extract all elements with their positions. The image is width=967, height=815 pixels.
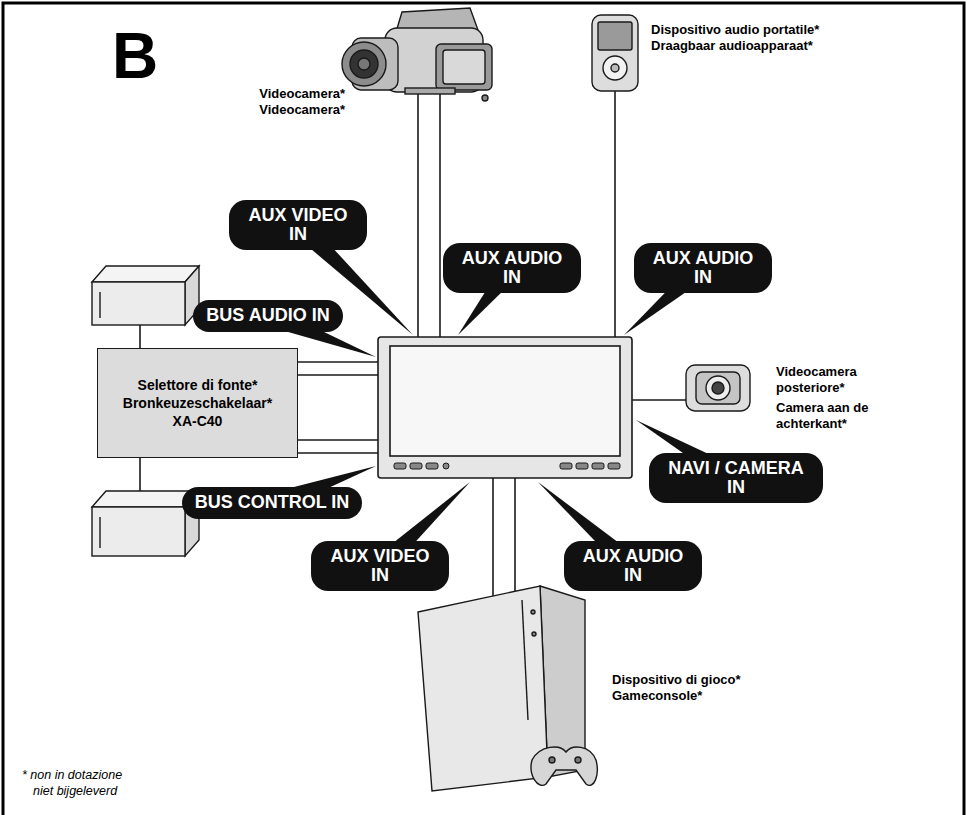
game-console-illustration	[418, 586, 597, 791]
camcorder-illustration	[482, 95, 488, 101]
port-name: AUX VIDEO IN	[324, 547, 436, 586]
rear-camera-illustration	[712, 382, 724, 394]
port-callout: BUS AUDIO IN	[193, 300, 342, 331]
device-name: XA-C40	[173, 412, 223, 430]
device-name: Selettore di fonte*	[138, 376, 258, 394]
game-console-illustration	[531, 747, 597, 785]
monitor-illustration	[410, 463, 422, 469]
device-label: Videocamera*	[259, 86, 345, 102]
footnote: niet bijgeleverd	[33, 784, 117, 799]
device-name: Bronkeuzeschakelaar*	[123, 394, 272, 412]
monitor-illustration	[592, 463, 604, 469]
portable-audio-illustration	[598, 22, 632, 50]
port-name: AUX AUDIO IN	[647, 249, 759, 288]
connection-wire	[632, 399, 686, 401]
monitor-illustration	[576, 463, 588, 469]
bus-unit-illustration	[99, 292, 100, 318]
port-name: AUX AUDIO IN	[577, 547, 689, 586]
connection-wire	[139, 325, 141, 348]
rear-camera-illustration	[696, 372, 740, 404]
camcorder-illustration	[405, 88, 455, 94]
monitor-illustration	[443, 463, 449, 469]
bus-unit-illustration	[92, 507, 185, 556]
rear-camera-illustration	[686, 365, 750, 411]
port-name: BUS CONTROL IN	[195, 493, 350, 512]
monitor-illustration	[608, 463, 620, 469]
game-console-illustration	[549, 757, 555, 763]
portable-audio-illustration	[592, 15, 638, 91]
connection-wire	[298, 361, 378, 363]
connection-wire	[140, 91, 686, 597]
bus-unit-illustration	[99, 517, 100, 548]
connection-wire	[492, 478, 494, 597]
source-selector-box: Selettore di fonte*Bronkeuzeschakelaar*X…	[97, 348, 298, 458]
camcorder-illustration	[342, 8, 492, 101]
connection-wire	[417, 92, 419, 337]
port-name: AUX AUDIO IN	[456, 249, 568, 288]
game-console-illustration	[522, 600, 528, 720]
port-callout: AUX AUDIO IN	[443, 243, 581, 294]
rear-camera-illustration	[706, 376, 730, 400]
game-console-illustration	[531, 610, 535, 614]
monitor-illustration	[378, 337, 632, 478]
bus-unit-illustration	[92, 266, 199, 282]
camcorder-illustration	[358, 58, 370, 70]
device-label: Dispositivo di gioco*	[612, 672, 741, 688]
port-callout: AUX VIDEO IN	[229, 200, 367, 251]
connection-wire	[614, 91, 616, 337]
monitor-illustration	[560, 463, 572, 469]
portable-audio-illustration	[603, 56, 627, 80]
camcorder-illustration	[443, 50, 485, 84]
game-console-illustration	[575, 757, 581, 763]
device-label: Videocamera*	[259, 102, 345, 118]
rear-camera-illustration	[686, 365, 750, 411]
device-label: Gameconsole*	[612, 688, 702, 704]
monitor-illustration	[394, 463, 406, 469]
page-frame	[3, 3, 964, 815]
connection-wire	[139, 458, 141, 492]
connection-wire	[514, 478, 516, 593]
connection-wire	[439, 92, 441, 337]
port-callout: AUX AUDIO IN	[564, 541, 702, 592]
page-frame	[3, 3, 964, 815]
port-callout: AUX VIDEO IN	[311, 541, 449, 592]
port-name: NAVI / CAMERA IN	[662, 459, 810, 498]
game-console-illustration	[418, 586, 548, 791]
device-label: Camera aan de achterkant*	[776, 400, 898, 432]
monitor-illustration	[390, 346, 620, 456]
device-label: Videocamera posteriore*	[776, 364, 898, 396]
game-console-illustration	[532, 632, 536, 636]
bus-unit-illustration	[92, 282, 185, 325]
figure-letter: B	[112, 24, 158, 88]
camcorder-illustration	[436, 44, 492, 90]
connection-wire	[298, 439, 378, 441]
connection-wire	[298, 452, 378, 454]
portable-audio-illustration	[611, 64, 619, 72]
device-label: Draagbaar audioapparaat*	[651, 38, 813, 54]
camcorder-illustration	[350, 50, 378, 78]
monitor-illustration	[378, 337, 632, 478]
portable-audio-illustration	[592, 15, 638, 91]
port-name: BUS AUDIO IN	[206, 306, 329, 325]
port-callout: BUS CONTROL IN	[182, 487, 363, 518]
monitor-illustration	[426, 463, 438, 469]
device-label: Dispositivo audio portatile*	[651, 22, 819, 38]
port-callout: NAVI / CAMERA IN	[649, 453, 823, 504]
connection-wire	[298, 374, 378, 376]
footnote: * non in dotazione	[22, 768, 122, 783]
port-callout: AUX AUDIO IN	[634, 243, 772, 294]
camcorder-illustration	[342, 42, 386, 86]
port-name: AUX VIDEO IN	[242, 206, 354, 245]
